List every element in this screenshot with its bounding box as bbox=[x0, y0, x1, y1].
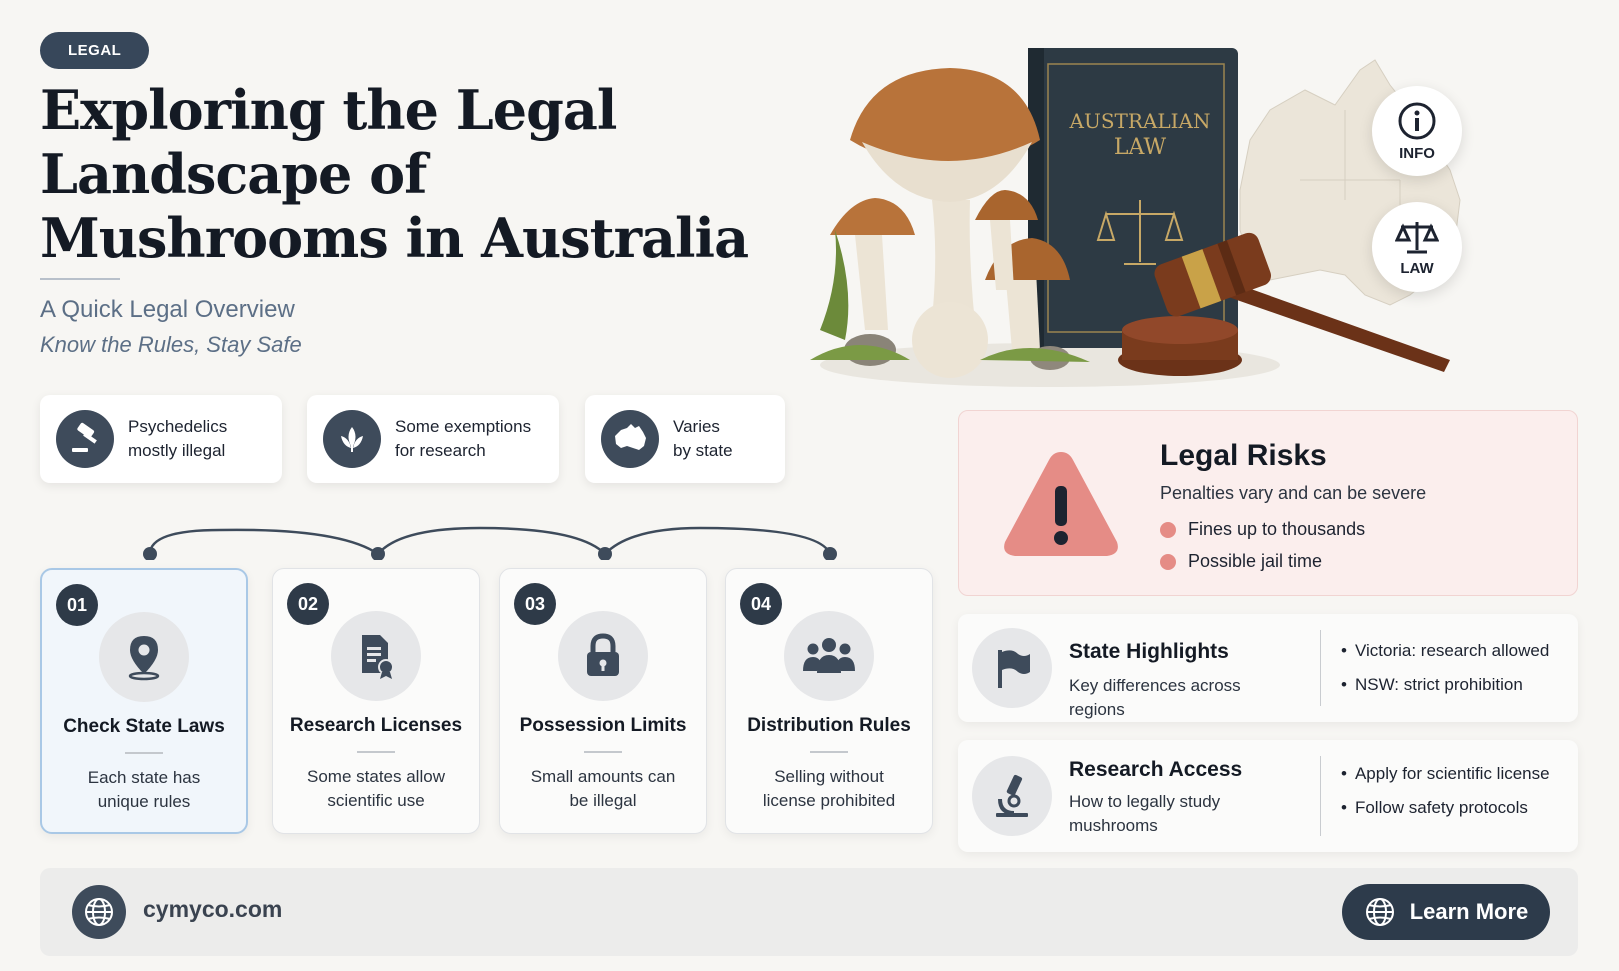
pill-line1: Psychedelics bbox=[128, 417, 228, 436]
step-card-possession-limits[interactable]: 03 Possession Limits Small amounts can b… bbox=[499, 568, 707, 834]
title-divider bbox=[40, 278, 120, 280]
step-title: Possession Limits bbox=[519, 715, 687, 736]
state-highlight-bullet: Victoria: research allowed bbox=[1341, 641, 1549, 661]
pill-text: Psychedelics mostly illegal bbox=[128, 415, 282, 463]
document-certificate-icon bbox=[331, 611, 421, 701]
step-title: Check State Laws bbox=[63, 716, 225, 737]
risk-title: Legal Risks bbox=[1160, 439, 1327, 472]
lock-icon bbox=[558, 611, 648, 701]
pill-research-exemptions: Some exemptions for research bbox=[307, 395, 559, 483]
research-access-bullet: Apply for scientific license bbox=[1341, 764, 1550, 784]
step-card-research-licenses[interactable]: 02 Research Licenses Some states allow s… bbox=[272, 568, 480, 834]
panel-divider bbox=[1320, 630, 1321, 706]
risk-item: Fines up to thousands bbox=[1160, 519, 1365, 540]
pill-line2: mostly illegal bbox=[128, 441, 226, 460]
warning-icon bbox=[1004, 452, 1118, 556]
risk-item: Possible jail time bbox=[1160, 551, 1322, 572]
step-desc: Some states allow scientific use bbox=[307, 767, 445, 810]
state-highlights-title: State Highlights bbox=[1069, 640, 1229, 663]
gavel-icon bbox=[56, 410, 114, 468]
step-desc: Small amounts can be illegal bbox=[530, 767, 676, 810]
book-title-line1: AUSTRALIAN bbox=[1069, 109, 1211, 133]
step-title: Distribution Rules bbox=[747, 715, 911, 736]
globe-icon bbox=[1365, 898, 1394, 926]
pill-line2: for research bbox=[395, 441, 486, 460]
step-number: 01 bbox=[56, 584, 98, 626]
pill-text: Varies by state bbox=[673, 415, 783, 463]
risk-item-text: Fines up to thousands bbox=[1188, 519, 1366, 539]
law-button-label: LAW bbox=[1400, 259, 1434, 277]
info-button-label: INFO bbox=[1399, 144, 1435, 162]
risk-bullet-dot bbox=[1160, 553, 1176, 570]
step-divider bbox=[584, 751, 622, 753]
leaf-icon bbox=[323, 410, 381, 468]
steps-connector bbox=[143, 526, 837, 560]
research-access-bullet: Follow safety protocols bbox=[1341, 798, 1528, 818]
step-title: Research Licenses bbox=[289, 715, 463, 736]
scales-icon bbox=[1395, 221, 1439, 253]
law-button[interactable]: LAW bbox=[1372, 202, 1462, 292]
state-highlight-bullet: NSW: strict prohibition bbox=[1341, 675, 1523, 695]
location-pin-icon bbox=[99, 612, 189, 702]
learn-more-button[interactable]: Learn More bbox=[1342, 884, 1550, 940]
pill-text: Some exemptions for research bbox=[395, 415, 555, 463]
info-icon bbox=[1398, 102, 1436, 139]
state-highlights-panel: State Highlights Key differences across … bbox=[958, 614, 1578, 722]
pill-psychedelics-illegal: Psychedelics mostly illegal bbox=[40, 395, 282, 483]
step-card-distribution-rules[interactable]: 04 Distribution Rules Selling without li… bbox=[725, 568, 933, 834]
step-number: 03 bbox=[514, 583, 556, 625]
step-divider bbox=[810, 751, 848, 753]
step-desc: Each state has unique rules bbox=[87, 768, 201, 811]
step-number: 02 bbox=[287, 583, 329, 625]
page-tagline: Know the Rules, Stay Safe bbox=[40, 332, 302, 357]
footer-bar: cymyco.com Learn More bbox=[40, 868, 1578, 956]
research-access-desc: How to legally study mushrooms bbox=[1069, 792, 1221, 835]
risk-item-text: Possible jail time bbox=[1188, 551, 1323, 571]
pill-line2: by state bbox=[673, 441, 733, 460]
category-tag: LEGAL bbox=[40, 32, 150, 69]
step-card-check-state-laws[interactable]: 01 Check State Laws Each state has uniqu… bbox=[40, 568, 248, 834]
hero-illustration: AUSTRALIAN LAW bbox=[800, 30, 1500, 395]
step-divider bbox=[357, 751, 395, 753]
risk-subtitle: Penalties vary and can be severe bbox=[1160, 483, 1427, 503]
flag-icon bbox=[972, 628, 1052, 708]
learn-more-label: Learn More bbox=[1409, 899, 1529, 924]
microscope-icon bbox=[972, 756, 1052, 836]
australia-map-icon bbox=[601, 410, 659, 468]
pill-line1: Some exemptions bbox=[395, 417, 532, 436]
people-icon bbox=[784, 611, 874, 701]
globe-icon bbox=[72, 885, 126, 939]
pill-line1: Varies bbox=[673, 417, 720, 436]
legal-risks-panel: Legal Risks Penalties vary and can be se… bbox=[958, 410, 1578, 596]
step-desc: Selling without license prohibited bbox=[762, 767, 896, 810]
book-title-line2: LAW bbox=[1114, 135, 1167, 160]
step-divider bbox=[125, 752, 163, 754]
risk-bullet-dot bbox=[1160, 521, 1176, 538]
panel-divider bbox=[1320, 756, 1321, 836]
site-link[interactable]: cymyco.com bbox=[143, 896, 283, 922]
page-subtitle: A Quick Legal Overview bbox=[40, 296, 295, 323]
hero-scene-image: AUSTRALIAN LAW bbox=[810, 48, 1461, 387]
book-scales-icon bbox=[1096, 200, 1184, 265]
page-title: Exploring the Legal Landscape of Mushroo… bbox=[40, 78, 749, 270]
state-highlights-desc: Key differences across regions bbox=[1069, 676, 1241, 719]
research-access-title: Research Access bbox=[1069, 758, 1243, 781]
research-access-panel: Research Access How to legally study mus… bbox=[958, 740, 1578, 852]
pill-varies-by-state: Varies by state bbox=[585, 395, 785, 483]
info-button[interactable]: INFO bbox=[1372, 86, 1462, 176]
step-number: 04 bbox=[740, 583, 782, 625]
